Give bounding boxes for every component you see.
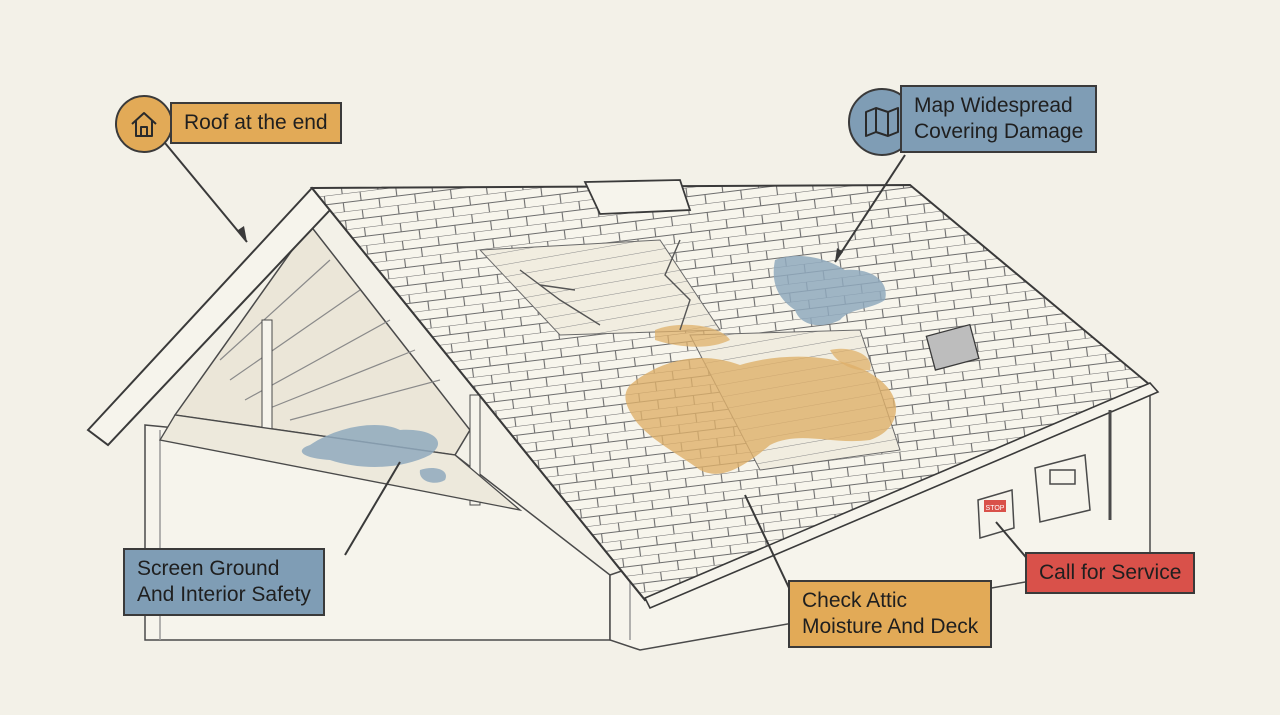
moisture-stain-large	[625, 356, 897, 474]
wall-sign-text: STOP	[986, 505, 1005, 512]
callout-roof-end-icon	[115, 95, 173, 153]
leader-roof-end	[164, 142, 248, 243]
callout-screen-ground-line1: Screen Ground	[137, 557, 280, 580]
wall-stop-sign: STOP	[977, 489, 1015, 539]
blue-damage-patch	[773, 255, 886, 326]
leader-map-damage	[834, 154, 906, 263]
callout-screen-ground: Screen Ground And Interior Safety	[123, 548, 325, 616]
leader-check-attic	[744, 494, 791, 591]
gutter	[643, 382, 1160, 610]
roof-vent	[583, 179, 692, 215]
roof-plane	[309, 179, 1152, 602]
callout-check-attic: Check Attic Moisture And Deck	[788, 580, 993, 648]
leader-call-service	[995, 521, 1031, 563]
callout-screen-ground-line2: And Interior Safety	[137, 583, 311, 606]
electrical-box	[1034, 454, 1091, 523]
callout-map-damage-line2: Covering Damage	[914, 120, 1084, 143]
leader-lines	[164, 142, 1031, 591]
attic-floor-water-stain	[301, 425, 439, 467]
callout-map-damage-line1: Map Widespread	[914, 94, 1073, 117]
callout-call-service: Call for Service	[1025, 552, 1196, 594]
callout-roof-end-label: Roof at the end	[184, 111, 328, 134]
callout-map-damage: Map Widespread Covering Damage	[900, 85, 1098, 153]
leader-screen-ground	[344, 461, 401, 556]
map-icon	[865, 107, 899, 137]
exposed-deck	[478, 239, 721, 336]
callout-check-attic-line1: Check Attic	[802, 589, 908, 612]
callout-roof-end: Roof at the end	[170, 102, 342, 144]
callout-check-attic-line2: Moisture And Deck	[802, 615, 979, 638]
house-icon	[131, 112, 157, 137]
attic-interior	[158, 223, 523, 512]
callout-call-service-label: Call for Service	[1039, 561, 1182, 584]
